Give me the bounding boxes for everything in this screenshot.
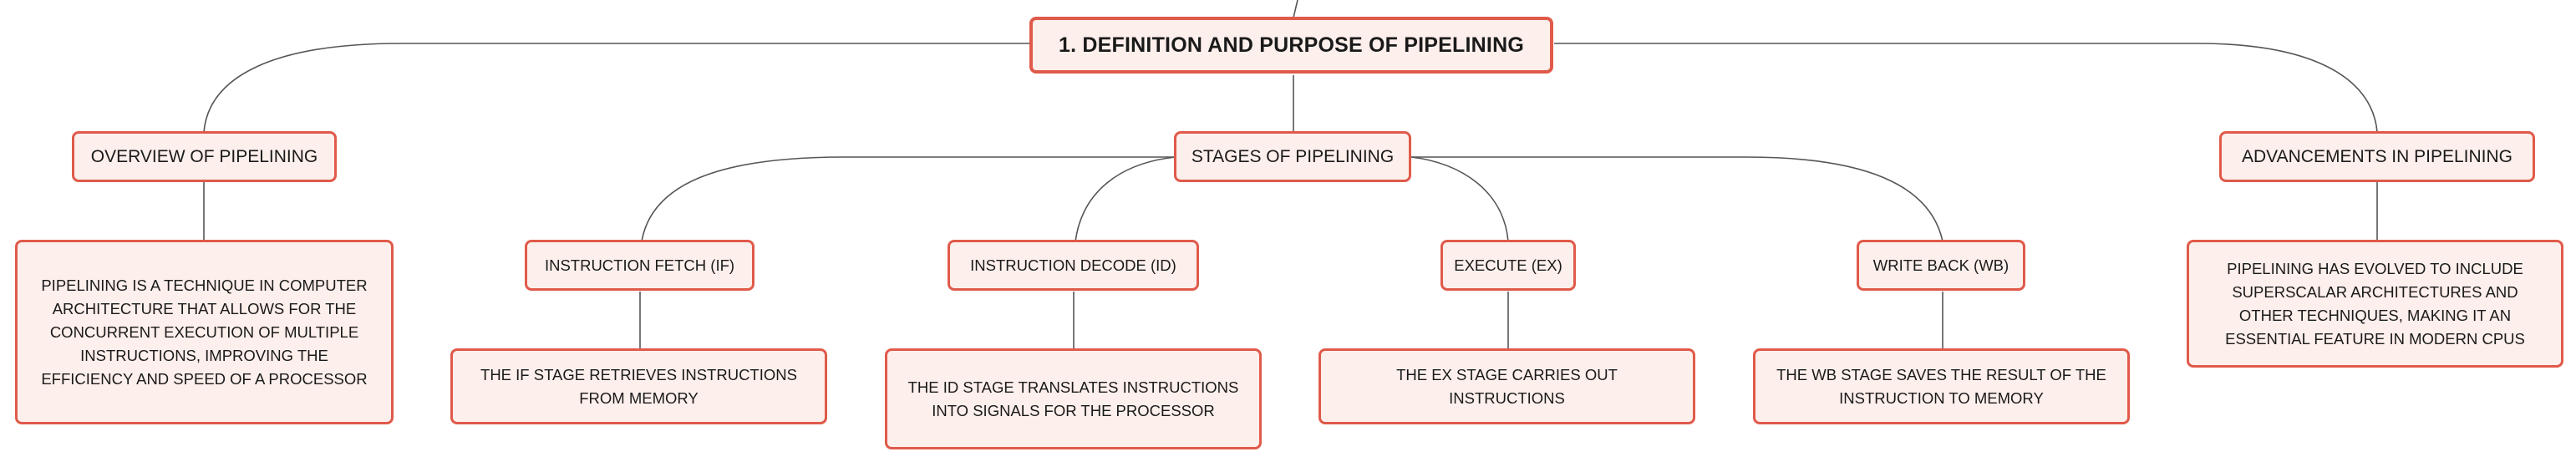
stage-item-wb-label: WRITE BACK (WB) [1872,256,2009,274]
topic-stages-label: STAGES OF PIPELINING [1191,146,1395,166]
topic-advancements-label: ADVANCEMENTS IN PIPELINING [2241,146,2512,166]
connector-stages-ex [1410,156,1509,242]
stage-item-ex[interactable]: EXECUTE (EX) [1440,240,1576,291]
overview-description-text: PIPELINING IS A TECHNIQUE IN COMPUTER AR… [41,276,368,388]
stage-item-wb[interactable]: WRITE BACK (WB) [1857,240,2025,291]
stage-item-id-label: INSTRUCTION DECODE (ID) [970,256,1176,274]
stage-item-ex-label: EXECUTE (EX) [1454,256,1562,274]
stage-wb-description-text: THE WB STAGE SAVES THE RESULT OF THE INS… [1776,365,2106,407]
stage-item-if-label: INSTRUCTION FETCH (IF) [544,256,735,274]
connector-parent-root [1293,0,1298,18]
stage-if-description-text: THE IF STAGE RETRIEVES INSTRUCTIONS FROM… [480,365,797,407]
stage-id-description-text: THE ID STAGE TRANSLATES INSTRUCTIONS INT… [907,378,1239,419]
root-topic[interactable]: 1. DEFINITION AND PURPOSE OF PIPELINING [1029,17,1553,74]
topic-advancements[interactable]: ADVANCEMENTS IN PIPELINING [2219,131,2535,182]
connector-stages-wb [1411,156,1943,242]
stage-id-description[interactable]: THE ID STAGE TRANSLATES INSTRUCTIONS INT… [885,348,1262,449]
connector-stages-id [1075,156,1176,242]
stage-ex-description-text: THE EX STAGE CARRIES OUT INSTRUCTIONS [1396,365,1618,407]
stage-wb-description[interactable]: THE WB STAGE SAVES THE RESULT OF THE INS… [1753,348,2130,424]
connector-root-advancements [1554,43,2378,133]
advancements-description-text: PIPELINING HAS EVOLVED TO INCLUDE SUPERS… [2225,259,2525,348]
connector-root-overview [203,43,1033,133]
overview-description[interactable]: PIPELINING IS A TECHNIQUE IN COMPUTER AR… [15,240,394,424]
stage-ex-description[interactable]: THE EX STAGE CARRIES OUT INSTRUCTIONS [1318,348,1695,424]
advancements-description[interactable]: PIPELINING HAS EVOLVED TO INCLUDE SUPERS… [2187,240,2563,368]
stage-item-if[interactable]: INSTRUCTION FETCH (IF) [525,240,755,291]
topic-stages[interactable]: STAGES OF PIPELINING [1174,131,1411,182]
topic-overview[interactable]: OVERVIEW OF PIPELINING [72,131,337,182]
topic-overview-label: OVERVIEW OF PIPELINING [90,146,318,166]
root-topic-label: 1. DEFINITION AND PURPOSE OF PIPELINING [1059,33,1524,57]
stage-item-id[interactable]: INSTRUCTION DECODE (ID) [948,240,1199,291]
stage-if-description[interactable]: THE IF STAGE RETRIEVES INSTRUCTIONS FROM… [450,348,827,424]
connector-stages-if [641,156,1176,242]
